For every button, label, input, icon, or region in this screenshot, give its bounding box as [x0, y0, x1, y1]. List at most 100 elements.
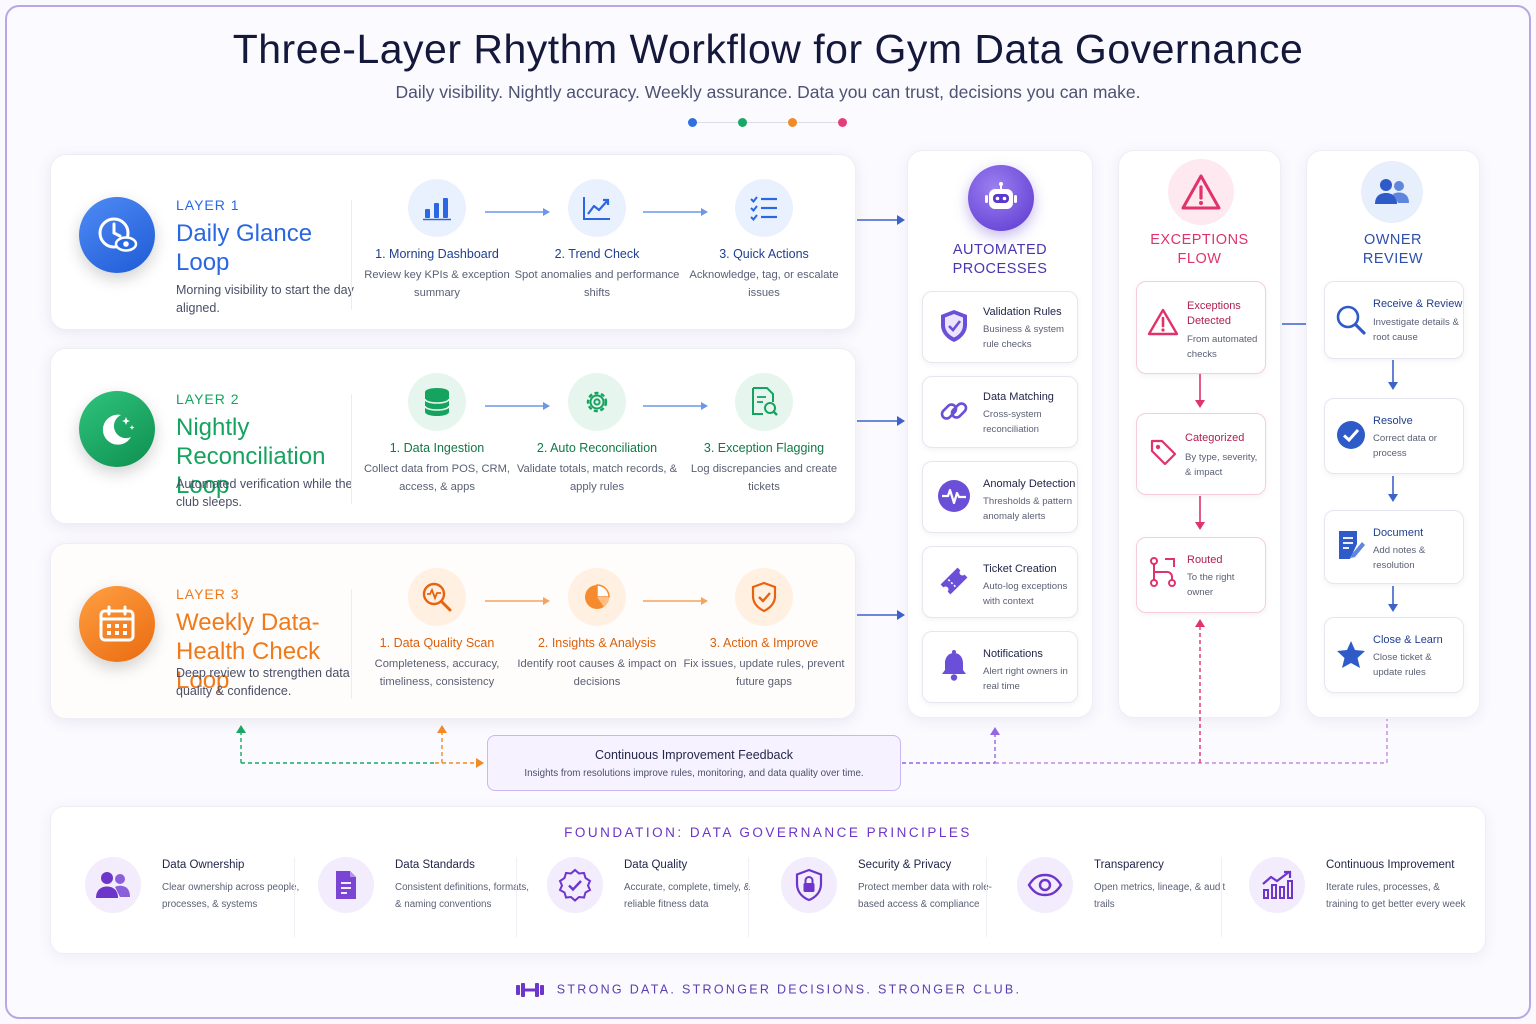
shield-check-icon: [735, 568, 793, 626]
badge-check-icon: [547, 857, 603, 913]
auto-item-anomaly-desc: Thresholds & pattern anomaly alerts: [983, 496, 1073, 522]
layer-1-step-1: 1. Morning Dashboard Review key KPIs & e…: [352, 179, 522, 302]
layer-3-card: LAYER 3 Weekly Data-Health Check Loop De…: [50, 543, 856, 719]
auto-item-notifications-title: Notifications: [983, 648, 1043, 660]
owner-item-document: Document Add notes & resolution: [1324, 510, 1464, 584]
principle-data-ownership: Data Ownership Clear ownership across pe…: [85, 855, 315, 945]
foundation-title: FOUNDATION: DATA GOVERNANCE PRINCIPLES: [564, 825, 972, 840]
exc-item-routed-title: Routed: [1187, 554, 1223, 566]
auto-item-matching-title: Data Matching: [983, 391, 1054, 403]
exc-item-categorized-desc: By type, severity, & impact: [1185, 452, 1258, 478]
layer-3-step-1: 1. Data Quality Scan Completeness, accur…: [352, 568, 522, 691]
principle-divider: [294, 857, 295, 937]
warning-icon: [1145, 304, 1181, 340]
owner-item-receive-desc: Investigate details & root cause: [1373, 317, 1459, 343]
people-icon: [85, 857, 141, 913]
owner-item-close-title: Close & Learn: [1373, 634, 1443, 646]
owner-item-receive: Receive & Review Investigate details & r…: [1324, 281, 1464, 359]
automated-processes-column: AUTOMATED PROCESSES Validation Rules Bus…: [907, 150, 1093, 718]
layer-2-tag: LAYER 2: [176, 391, 240, 407]
principle-continuous-improvement-title: Continuous Improvement: [1326, 859, 1455, 871]
feedback-title: Continuous Improvement Feedback: [594, 748, 794, 762]
principle-divider: [986, 857, 987, 937]
exceptions-down-arrows: [1195, 374, 1205, 530]
checklist-icon: [735, 179, 793, 237]
layer-2-step-1: 1. Data Ingestion Collect data from POS,…: [352, 373, 522, 496]
layer-2-card: LAYER 2 Nightly Reconciliation Loop Auto…: [50, 348, 856, 524]
layer-3-step-1-desc: Completeness, accuracy, timeliness, cons…: [374, 658, 500, 688]
auto-item-matching-desc: Cross-system reconciliation: [983, 409, 1042, 435]
layer-2-step-3-title: 3. Exception Flagging: [703, 441, 825, 455]
exc-item-routed-desc: To the right owner: [1187, 572, 1235, 598]
calendar-icon: [79, 586, 155, 662]
auto-item-validation-title: Validation Rules: [983, 306, 1062, 318]
layer-3-desc: Deep review to strengthen data quality &…: [176, 666, 350, 698]
principle-divider: [1221, 857, 1222, 937]
principle-data-standards-desc: Consistent definitions, formats, & namin…: [395, 882, 529, 910]
bell-icon: [935, 646, 973, 686]
principle-data-standards-title: Data Standards: [395, 859, 475, 871]
dot-green: [738, 118, 747, 127]
principle-security-privacy-title: Security & Privacy: [858, 859, 952, 871]
dot-pink: [838, 118, 847, 127]
owner-item-receive-title: Receive & Review: [1373, 298, 1463, 310]
layer-2-step-1-desc: Collect data from POS, CRM, access, & ap…: [363, 463, 511, 493]
auto-item-notifications: Notifications Alert right owners in real…: [922, 631, 1078, 703]
document-icon: [318, 857, 374, 913]
principle-data-standards: Data Standards Consistent definitions, f…: [318, 855, 548, 945]
people-icon: [1361, 161, 1423, 223]
layer-3-name: Weekly Data-Health Check Loop: [176, 609, 321, 694]
layer-3-step-2-title: 2. Insights & Analysis: [537, 636, 657, 650]
layer-2-desc: Automated verification while the club sl…: [176, 477, 353, 509]
principle-divider: [748, 857, 749, 937]
search-icon: [1333, 302, 1369, 338]
principle-data-quality-title: Data Quality: [624, 859, 688, 871]
pulse-icon: [935, 476, 973, 516]
dots-line: [697, 122, 839, 123]
exc-item-routed: Routed To the right owner: [1136, 537, 1266, 613]
layer-1-step-3-title: 3. Quick Actions: [719, 247, 809, 261]
layer-1-step-2-title: 2. Trend Check: [554, 247, 640, 261]
exceptions-flow-column: EXCEPTIONS FLOW Exceptions Detected From…: [1118, 150, 1281, 718]
auto-item-ticket-title: Ticket Creation: [983, 563, 1057, 575]
check-circle-icon: [1333, 417, 1369, 453]
principle-data-quality: Data Quality Accurate, complete, timely,…: [547, 855, 777, 945]
owner-item-resolve-title: Resolve: [1373, 415, 1413, 427]
exc-item-categorized: Categorized By type, severity, & impact: [1136, 413, 1266, 495]
layer-1-arrow-2: [643, 208, 708, 216]
feedback-loop-lines: [236, 619, 1388, 768]
principle-data-ownership-desc: Clear ownership across people, processes…: [162, 882, 300, 910]
layer-2-step-3-desc: Log discrepancies and create tickets: [690, 463, 838, 493]
principle-transparency-title: Transparency: [1094, 859, 1164, 871]
robot-icon: [968, 165, 1034, 231]
shield-lock-icon: [781, 857, 837, 913]
trend-line-icon: [568, 179, 626, 237]
principle-divider: [516, 857, 517, 937]
owner-item-close: Close & Learn Close ticket & update rule…: [1324, 617, 1464, 693]
owner-review-column: OWNER REVIEW Receive & Review Investigat…: [1306, 150, 1480, 718]
layer-3-step-1-title: 1. Data Quality Scan: [379, 636, 495, 650]
layer-1-step-1-title: 1. Morning Dashboard: [375, 247, 499, 261]
shield-check-icon: [935, 306, 973, 346]
layer-3-step-2: 2. Insights & Analysis Identify root cau…: [512, 568, 682, 691]
automated-processes-title: AUTOMATED PROCESSES: [952, 242, 1048, 277]
exc-item-detected-title: Exceptions Detected: [1187, 300, 1241, 327]
layer-3-divider: [351, 589, 352, 699]
auto-item-matching: Data Matching Cross-system reconciliatio…: [922, 376, 1078, 448]
layer-2-step-2-desc: Validate totals, match records, & apply …: [516, 463, 678, 493]
bar-chart-icon: [408, 179, 466, 237]
layer-2-step-3: 3. Exception Flagging Log discrepancies …: [679, 373, 849, 496]
moon-stars-icon: [79, 391, 155, 467]
layer-3-step-3: 3. Action & Improve Fix issues, update r…: [679, 568, 849, 691]
dot-orange: [788, 118, 797, 127]
database-icon: [408, 373, 466, 431]
layer-2-name: Nightly Reconciliation Loop: [176, 414, 326, 499]
layer-1-step-1-desc: Review key KPIs & exception summary: [364, 269, 510, 299]
owner-item-resolve: Resolve Correct data or process: [1324, 398, 1464, 474]
owner-item-document-title: Document: [1373, 527, 1424, 539]
gear-icon: [568, 373, 626, 431]
warning-icon: [1168, 159, 1234, 225]
layer-1-step-3-desc: Acknowledge, tag, or escalate issues: [689, 269, 839, 299]
owner-item-close-desc: Close ticket & update rules: [1373, 652, 1432, 678]
layer-1-tag: LAYER 1: [176, 197, 240, 213]
